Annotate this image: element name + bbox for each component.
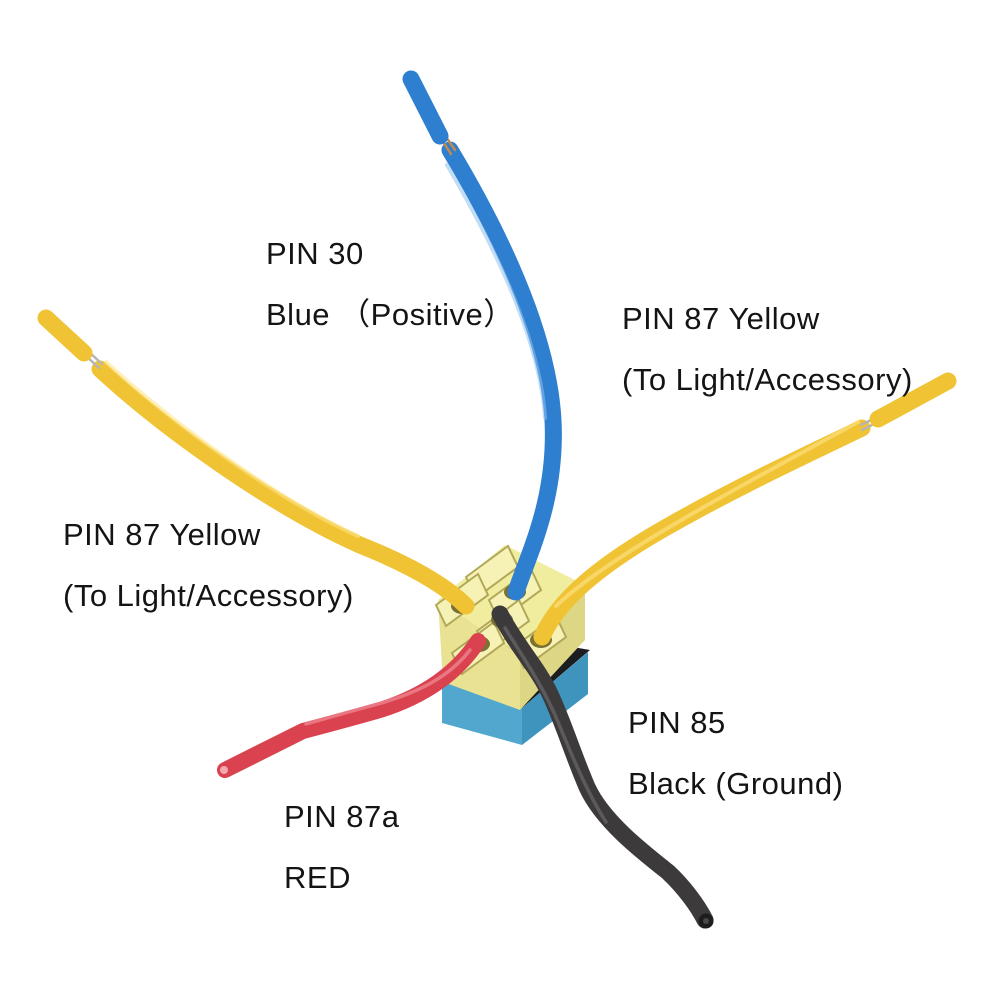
blue-wire-tip-segment [402,70,449,145]
label-pin85: PIN 85 Black (Ground) [628,703,843,804]
yellow-wire-left-main [91,360,475,615]
red-wire-highlight [304,648,472,726]
yellow-wire-right-tip-segment [869,372,957,428]
label-pin87-left-line2: (To Light/Accessory) [63,578,354,613]
label-pin87a: PIN 87a RED [284,797,400,898]
label-pin87a-line1: PIN 87a [284,799,400,834]
label-pin87-left: PIN 87 Yellow (To Light/Accessory) [63,515,354,616]
label-pin30-line2: Blue （Positive） [266,297,515,332]
black-wire-highlight [503,626,608,824]
blue-wire-main [441,141,562,601]
label-pin85-line2: Black (Ground) [628,766,844,801]
label-pin87a-line2: RED [284,860,351,895]
yellow-wire-right-main [533,419,871,646]
red-wire-main [217,633,486,778]
label-pin30: PIN 30 Blue （Positive） [266,234,515,335]
black-wire-end-core [703,918,709,924]
blue-wire-highlight [445,163,547,420]
yellow-wire-left-tip-segment [37,309,93,362]
label-pin87-top-right-line2: (To Light/Accessory) [622,362,913,397]
label-pin87-top-right-line1: PIN 87 Yellow [622,301,820,336]
relay-base-left-face [442,678,522,745]
yellow-wire-pin87-right [533,372,957,646]
blue-wire-pin30 [402,70,562,601]
label-pin30-line1: PIN 30 [266,236,364,271]
red-wire-end-hole [220,766,228,774]
red-wire-pin87a [217,633,486,778]
label-pin85-line1: PIN 85 [628,705,726,740]
label-pin87-left-line1: PIN 87 Yellow [63,517,261,552]
yellow-wire-right-highlight [554,420,860,608]
yellow-wire-pin87-left [37,309,475,615]
black-wire-pin85 [491,605,714,929]
yellow-wire-left-highlight [104,360,360,538]
label-pin87-top-right: PIN 87 Yellow (To Light/Accessory) [622,299,913,400]
